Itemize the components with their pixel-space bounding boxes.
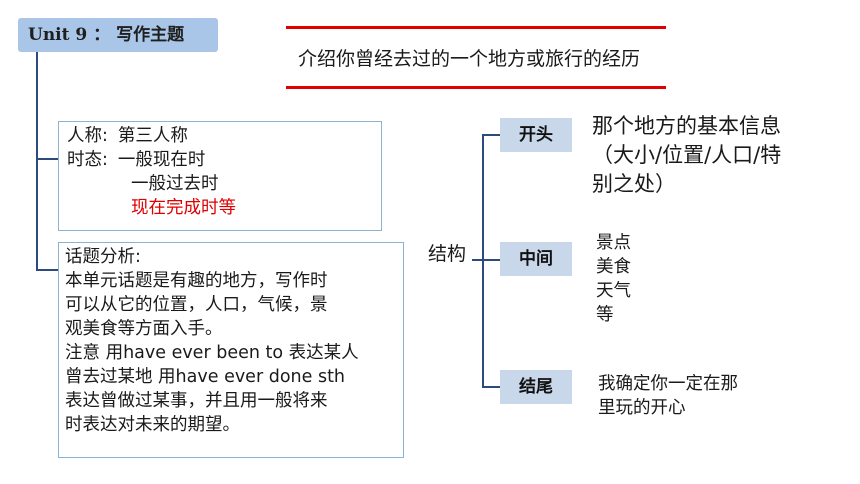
tense-row-3: 现在完成时等 [67, 196, 373, 220]
topic-text: 介绍你曾经去过的一个地方或旅行的经历 [297, 48, 640, 70]
person-value: 第三人称 [117, 126, 188, 146]
tense-row-2: 一般过去时 [67, 172, 373, 196]
middle-line: 等 [596, 305, 614, 325]
analysis-line: 话题分析: [65, 247, 141, 267]
middle-description: 景点 美食 天气 等 [596, 231, 631, 327]
analysis-line: 观美食等方面入手。 [65, 319, 223, 339]
tense-value-1: 一般现在时 [117, 150, 206, 170]
right-branch-ending [482, 386, 500, 388]
topic-analysis-box: 话题分析: 本单元话题是有趣的地方，写作时 可以从它的位置，人口，气候，景 观美… [58, 242, 404, 458]
person-row: 人称: 第三人称 [67, 124, 373, 148]
topic-rule-bottom [286, 86, 666, 89]
node-ending: 结尾 [500, 370, 572, 404]
beginning-line: 别之处） [592, 172, 676, 196]
middle-line: 美食 [596, 257, 631, 277]
ending-line: 我确定你一定在那 [598, 374, 738, 394]
right-branch-beginning [482, 134, 500, 136]
analysis-line: 本单元话题是有趣的地方，写作时 [65, 271, 328, 291]
tense-row-1: 时态: 一般现在时 [67, 148, 373, 172]
person-tense-box: 人称: 第三人称 时态: 一般现在时 一般过去时 现在完成时等 [58, 121, 382, 231]
beginning-line: 那个地方的基本信息 [592, 114, 781, 138]
right-branch-middle [472, 259, 500, 261]
left-branch-2 [36, 269, 58, 271]
unit-title: Unit 9 ： 写作主题 [18, 18, 218, 52]
ending-description: 我确定你一定在那 里玩的开心 [598, 372, 738, 420]
topic-rule-top [286, 26, 666, 29]
middle-line: 景点 [596, 233, 631, 253]
left-branch-1 [36, 158, 58, 160]
analysis-line: 曾去过某地 用have ever done sth [65, 367, 346, 387]
analysis-line: 时表达对未来的期望。 [65, 415, 240, 435]
analysis-line: 可以从它的位置，人口，气候，景 [65, 295, 328, 315]
beginning-line: （大小/位置/人口/特 [592, 143, 782, 167]
tense-value-3: 现在完成时等 [131, 198, 236, 218]
tense-label: 时态: [67, 150, 108, 170]
ending-line: 里玩的开心 [598, 398, 686, 418]
node-beginning: 开头 [500, 118, 572, 152]
person-label: 人称: [67, 126, 108, 146]
middle-line: 天气 [596, 281, 631, 301]
analysis-line: 表达曾做过某事，并且用一般将来 [65, 391, 328, 411]
beginning-description: 那个地方的基本信息 （大小/位置/人口/特 别之处） [592, 112, 781, 199]
left-tree-trunk [36, 52, 38, 270]
tense-value-2: 一般过去时 [131, 174, 219, 194]
node-middle: 中间 [500, 242, 572, 276]
analysis-line: 注意 用have ever been to 表达某人 [65, 343, 359, 363]
right-tree-trunk [482, 134, 484, 388]
structure-label: 结构 [428, 243, 467, 265]
